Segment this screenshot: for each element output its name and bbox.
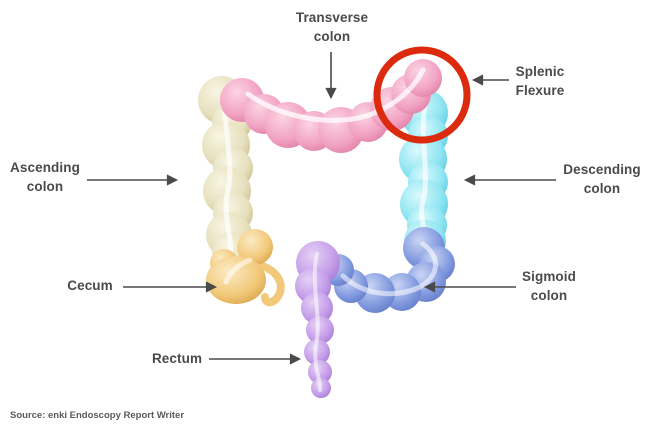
transverse-colon-shape <box>220 59 442 153</box>
label-rectum: Rectum <box>151 351 203 366</box>
rectum-shape <box>295 241 340 398</box>
splenic-flexure-highlight-circle <box>373 46 471 144</box>
label-splenic-flexure: Splenic Flexure <box>515 64 565 98</box>
label-sigmoid-colon: Sigmoid colon <box>522 269 576 303</box>
sigmoid-colon-shape <box>322 227 455 313</box>
label-descending-colon: Descending colon <box>563 162 641 196</box>
label-arrows <box>87 52 556 365</box>
cecum-shape <box>206 229 285 307</box>
label-ascending-colon: Ascending colon <box>10 160 80 194</box>
source-note: Source: enki Endoscopy Report Writer <box>10 410 185 421</box>
label-cecum: Cecum <box>67 278 113 293</box>
label-transverse-colon: Transverse colon <box>295 10 369 44</box>
appendix-shape <box>258 262 285 307</box>
